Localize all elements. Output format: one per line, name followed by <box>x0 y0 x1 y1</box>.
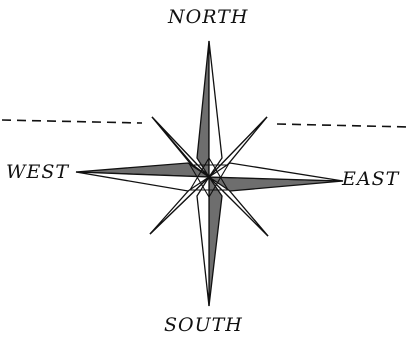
south-label: SOUTH <box>164 316 243 335</box>
horizon-line-left <box>2 120 142 123</box>
north-label: NORTH <box>168 8 248 27</box>
north-point-shaded <box>197 41 209 177</box>
horizon-line-right <box>277 124 409 127</box>
south-point-light <box>197 177 209 306</box>
cardinal-points <box>76 41 343 306</box>
north-point-light <box>209 41 222 177</box>
east-label: EAST <box>342 170 399 189</box>
west-label: WEST <box>6 163 69 182</box>
south-point-shaded <box>209 177 222 306</box>
